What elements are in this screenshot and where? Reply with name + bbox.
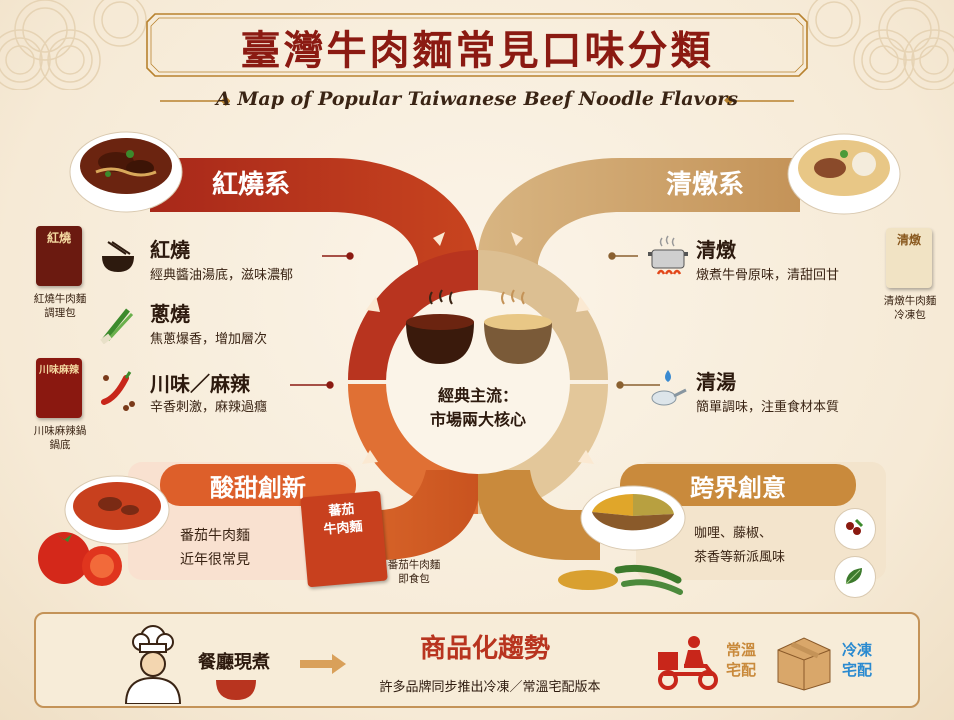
ambient-delivery-label: 常溫 宅配 [726,640,756,680]
fusion-desc-line1: 咖哩、藤椒、 [694,526,773,541]
ring-left-red [348,250,478,380]
qingdun-pack-text: 清燉 [896,233,921,247]
tomato-pack-label-line2: 即食包 [398,573,430,585]
wave-pattern-right [807,0,954,90]
category-label-hongshao: 紅燒系 [211,169,290,200]
tan-flow-band [478,158,800,300]
fusion-desc: 咖哩、藤椒、 茶香等新派風味 [694,522,785,570]
item-title-qingtang: 清湯 [696,370,736,394]
red-flow-band [150,158,478,300]
center-label-line1: 經典主流： [437,386,518,405]
title-frame [146,13,808,77]
wave-pattern-left [0,0,147,90]
scallion-icon [100,308,134,344]
category-label-sweet: 酸甜創新 [210,473,306,502]
hongshao-pack-label-line2: 調理包 [44,307,76,319]
package-box-icon [777,637,831,691]
clear-stew-bowl-image [787,133,901,215]
hongshao-pack-image: 紅燒 [36,226,82,286]
category-banner-qingdun: 清燉系 [640,162,770,202]
tomato-beef-bowl-image [64,475,170,545]
center-label: 經典主流： 市場兩大核心 [398,384,558,432]
item-desc-hongshao: 經典醬油湯底，滋味濃郁 [150,268,294,283]
gold-flow-band [478,470,600,560]
frozen-delivery-line1: 冷凍 [842,641,873,659]
sweet-desc: 番茄牛肉麵 近年很常見 [180,524,250,572]
trend-title: 商品化趨勢 [419,634,550,664]
chef-icon [124,625,182,704]
page-title: 臺灣牛肉麵常見口味分類 [240,27,714,74]
bottom-bar [34,612,920,708]
curry-bowl-image [580,485,686,551]
category-label-fusion: 跨界創意 [690,473,786,502]
item-desc-qingdun: 燉煮牛骨原味，清甜回甘 [696,268,840,283]
tomato-icon [38,532,122,586]
mala-pack-text: 川味麻辣 [39,365,79,376]
item-title-congshao: 蔥燒 [150,302,190,326]
trend-desc: 許多品牌同步推出冷凍／常溫宅配版本 [379,680,601,695]
sweet-desc-line1: 番茄牛肉麵 [180,528,250,544]
small-bowl-icon [216,680,256,700]
center-label-line2: 市場兩大核心 [429,410,526,429]
center-bowls-image [406,289,552,364]
page-subtitle: A Map of Popular Taiwanese Beef Noodle F… [216,88,738,110]
subtitle-ornament-left [160,96,230,106]
item-title-hongshao: 紅燒 [150,238,190,262]
qingdun-pack-label-line2: 冷凍包 [894,309,926,321]
chili-icon [101,371,135,411]
qingdun-pack-label: 清燉牛肉麵 冷凍包 [870,294,950,322]
category-label-qingdun: 清燉系 [665,169,744,200]
hongshao-pack-label: 紅燒牛肉麵 調理包 [20,292,100,320]
category-banner-hongshao: 紅燒系 [176,162,326,202]
qingdun-pack-image: 清燉 [886,228,932,288]
sweet-desc-line2: 近年很常見 [180,552,250,568]
noodle-bowl-icon [102,241,134,272]
spoon-icon [651,370,687,406]
pot-icon [648,235,688,275]
item-desc-qingtang: 簡單調味，注重食材本質 [696,400,840,415]
peppercorn-icon [846,518,864,535]
qingdun-pack-label-line1: 清燉牛肉麵 [883,295,937,307]
tea-leaf-icon [845,568,862,585]
hongshao-pack-text: 紅燒 [46,231,71,245]
ambient-delivery-line1: 常溫 [726,641,757,659]
mala-pack-label-line1: 川味麻辣鍋 [33,425,87,437]
fusion-desc-line2: 茶香等新派風味 [694,550,786,565]
ambient-delivery-line2: 宅配 [726,661,757,679]
restaurant-label: 餐廳現煮 [198,652,270,673]
item-title-qingdun: 清燉 [696,238,736,262]
frozen-delivery-line2: 宅配 [842,661,873,679]
mala-pack-image: 川味麻辣 [36,358,82,418]
mala-pack-label: 川味麻辣鍋 鍋底 [20,424,100,452]
tomato-pack-label-line1: 番茄牛肉麵 [387,559,441,571]
tomato-pack-image: 蕃茄 牛肉麵 [300,490,388,588]
braised-beef-bowl-image [69,131,183,213]
ring-right-tan [478,250,608,380]
delivery-scooter-icon [658,636,718,690]
subtitle-ornament-right [724,96,794,106]
item-desc-congshao: 焦蔥爆香，增加層次 [150,332,268,347]
arrow-right-icon [300,654,346,674]
tomato-pack-label: 番茄牛肉麵 即食包 [378,558,450,586]
spice-icon [558,564,683,595]
mala-pack-label-line2: 鍋底 [49,439,71,451]
hongshao-pack-label-line1: 紅燒牛肉麵 [33,293,87,305]
item-title-chuanwei: 川味／麻辣 [150,372,250,396]
frozen-delivery-label: 冷凍 宅配 [842,640,872,680]
item-desc-chuanwei: 辛香刺激，麻辣過癮 [150,400,268,415]
